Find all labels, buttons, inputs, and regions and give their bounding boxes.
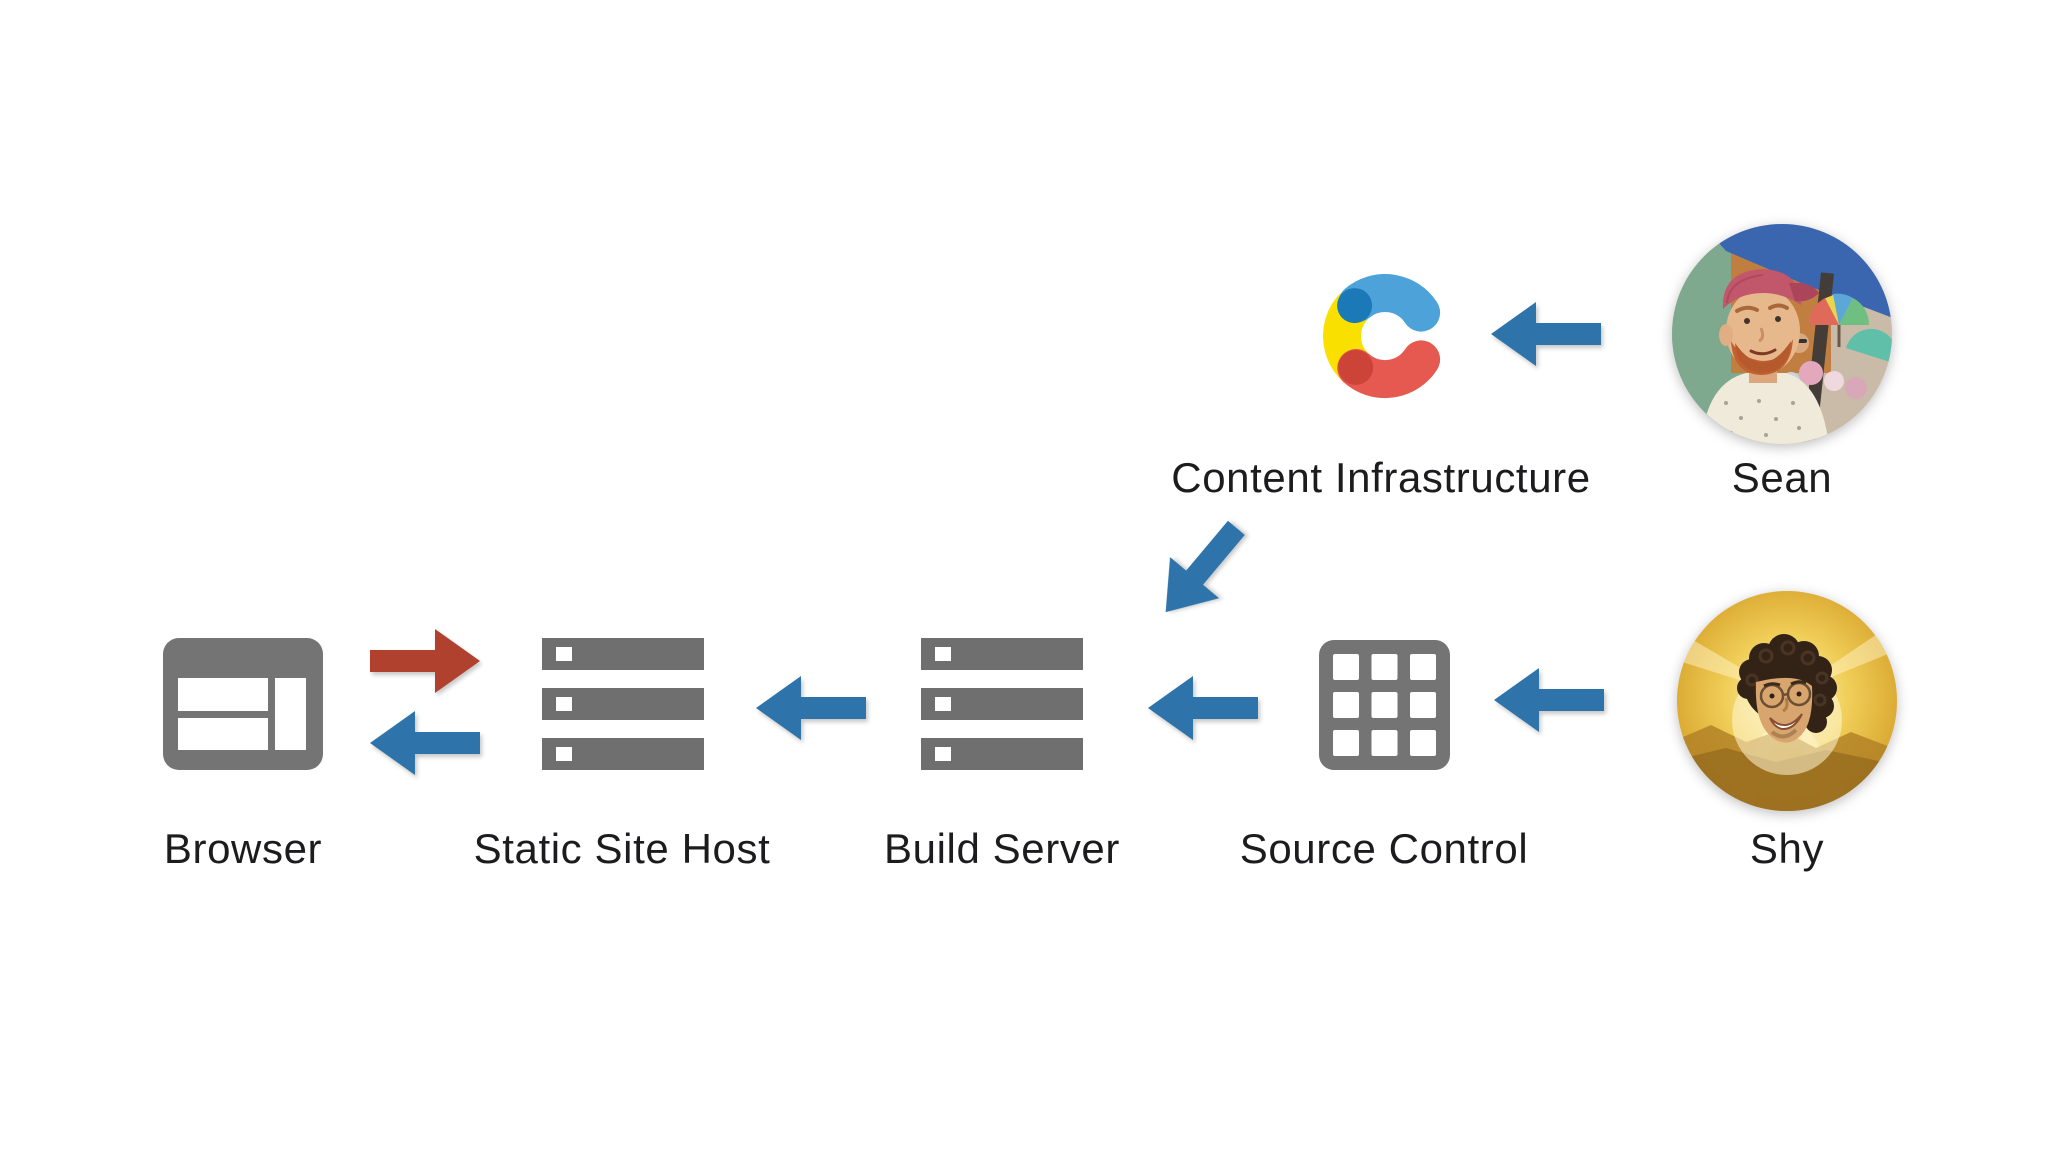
shy-label: Shy xyxy=(1749,825,1825,872)
contentful-logo-icon xyxy=(1323,274,1441,399)
content-infrastructure-label: Content Infrastructure xyxy=(1171,454,1591,501)
arrow-browser-to-static-site-host xyxy=(370,629,480,693)
source-control-label: Source Control xyxy=(1239,825,1529,872)
arrow-static-site-host-to-browser xyxy=(370,711,480,775)
browser-label: Browser xyxy=(163,825,323,872)
umbrella-icon xyxy=(1808,293,1870,347)
arrow-sean-to-content-infrastructure xyxy=(1491,302,1601,366)
grid-icon xyxy=(1319,640,1450,770)
sean-label: Sean xyxy=(1731,454,1833,501)
arrow-shy-to-source-control xyxy=(1494,668,1604,732)
server-stack-icon xyxy=(921,638,1083,770)
build-server-label: Build Server xyxy=(884,825,1120,872)
arrow-source-control-to-build-server xyxy=(1148,676,1258,740)
server-stack-icon xyxy=(542,638,704,770)
browser-window-icon xyxy=(163,638,323,770)
shy-avatar xyxy=(1677,591,1897,811)
sean-avatar xyxy=(1672,224,1892,444)
arrow-content-infrastructure-to-build-server xyxy=(1165,520,1245,613)
arrow-build-server-to-static-site-host xyxy=(756,676,866,740)
static-site-host-label: Static Site Host xyxy=(473,825,771,872)
